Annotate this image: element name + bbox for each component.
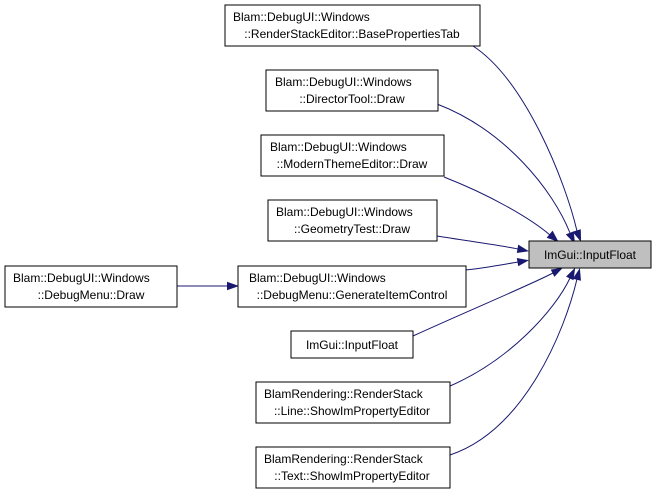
node-label-line-1: Blam::DebugUI::Windows xyxy=(233,10,370,24)
edge-base-properties-tab-to-input-float xyxy=(472,45,582,242)
node-caller-geometry-test-draw[interactable]: Blam::DebugUI::Windows ::GeometryTest::D… xyxy=(267,199,438,242)
node-box xyxy=(528,240,652,269)
edge-text-show-im-property-editor-to-input-float xyxy=(449,268,581,456)
node-caller-modern-theme-editor-draw[interactable]: Blam::DebugUI::Windows ::ModernThemeEdit… xyxy=(260,134,445,177)
node-target-input-float[interactable]: ImGui::InputFloat xyxy=(528,240,652,269)
node-label-line-1: Blam::DebugUI::Windows xyxy=(13,271,150,285)
node-label-line-2: ::DebugMenu::GenerateItemControl xyxy=(257,288,448,302)
node-caller-director-tool-draw[interactable]: Blam::DebugUI::Windows ::DirectorTool::D… xyxy=(265,69,439,112)
node-label-line-2: ::GeometryTest::Draw xyxy=(294,222,410,236)
node-label-line-1: Blam::DebugUI::Windows xyxy=(275,75,412,89)
edge-input-float-overload-to-input-float xyxy=(412,267,563,337)
node-label-line-1: BlamRendering::RenderStack xyxy=(264,452,424,466)
node-box xyxy=(4,265,178,308)
node-box xyxy=(224,4,481,47)
node-label-line-2: ::DebugMenu::Draw xyxy=(38,288,145,302)
edge-line-show-im-property-editor-to-input-float xyxy=(449,267,576,387)
node-box xyxy=(265,69,439,112)
node-box xyxy=(267,199,438,242)
node-label: ImGui::InputFloat xyxy=(306,338,399,352)
edge-director-tool-to-input-float xyxy=(436,103,576,244)
node-box xyxy=(237,265,467,308)
node-label-line-2: ::Line::ShowImPropertyEditor xyxy=(274,404,430,418)
node-label-line-2: ::Text::ShowImPropertyEditor xyxy=(274,469,429,483)
node-box xyxy=(260,134,445,177)
node-label-line-2: ::RenderStackEditor::BasePropertiesTab xyxy=(244,27,460,41)
edge-debug-menu-draw-to-generate-item-control xyxy=(177,281,240,291)
edges xyxy=(177,45,582,456)
node-label-line-1: Blam::DebugUI::Windows xyxy=(270,140,407,154)
node-caller-generate-item-control[interactable]: Blam::DebugUI::Windows ::DebugMenu::Gene… xyxy=(237,265,467,308)
node-label-line-1: Blam::DebugUI::Windows xyxy=(276,205,413,219)
node-box xyxy=(255,446,451,489)
node-box xyxy=(255,381,451,424)
node-label-line-1: BlamRendering::RenderStack xyxy=(264,387,424,401)
node-caller-line-show-im-property-editor[interactable]: BlamRendering::RenderStack ::Line::ShowI… xyxy=(255,381,451,424)
edge-geometry-test-to-input-float xyxy=(436,235,529,253)
node-caller-text-show-im-property-editor[interactable]: BlamRendering::RenderStack ::Text::ShowI… xyxy=(255,446,451,489)
node-caller-debug-menu-draw[interactable]: Blam::DebugUI::Windows ::DebugMenu::Draw xyxy=(4,265,178,308)
node-label-line-1: Blam::DebugUI::Windows xyxy=(249,271,386,285)
node-box xyxy=(290,330,414,359)
edge-generate-item-control-to-input-float xyxy=(464,257,529,271)
node-label: ImGui::InputFloat xyxy=(544,248,637,262)
node-caller-input-float-overload[interactable]: ImGui::InputFloat xyxy=(290,330,414,359)
node-label-line-2: ::ModernThemeEditor::Draw xyxy=(277,157,428,171)
edge-modern-theme-editor-to-input-float xyxy=(443,176,559,242)
node-caller-base-properties-tab[interactable]: Blam::DebugUI::Windows ::RenderStackEdit… xyxy=(224,4,481,47)
node-label-line-2: ::DirectorTool::Draw xyxy=(299,92,405,106)
